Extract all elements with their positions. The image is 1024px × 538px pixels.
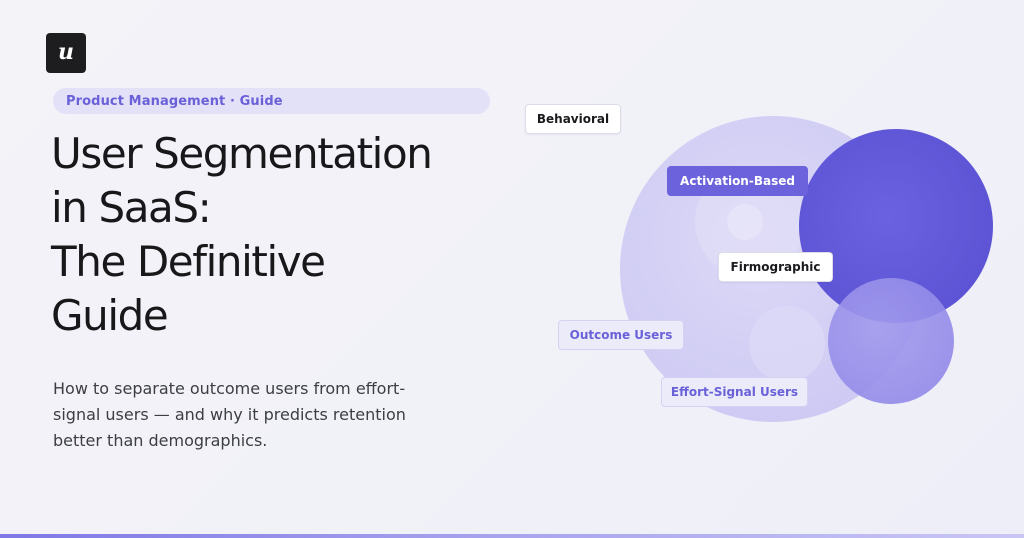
page-title-line-4: Guide	[51, 291, 169, 340]
page-subtitle-line-1: How to separate outcome users from effor…	[53, 379, 406, 398]
tag-activation-based-label: Activation-Based	[680, 174, 795, 188]
tag-behavioral: Behavioral	[525, 104, 621, 134]
inner-highlight-dot	[727, 204, 763, 240]
page-title-line-1: User Segmentation	[51, 129, 433, 178]
page-title: User Segmentation in SaaS: The Definitiv…	[51, 127, 521, 343]
outcome-highlight-circle	[749, 306, 825, 382]
tag-outcome-users-label: Outcome Users	[569, 328, 673, 342]
bottom-accent-bar	[0, 534, 1024, 538]
page-subtitle: How to separate outcome users from effor…	[53, 376, 473, 454]
activation-circle	[799, 129, 993, 323]
tag-firmographic-label: Firmographic	[730, 260, 821, 274]
tag-behavioral-label: Behavioral	[536, 112, 610, 126]
page-title-line-2: in SaaS:	[51, 183, 212, 232]
effort-signal-circle	[828, 278, 954, 404]
category-badge-label: Product Management · Guide	[66, 93, 283, 109]
brand-logo-letter: u	[58, 39, 74, 65]
page-subtitle-line-2: signal users — and why it predicts reten…	[53, 405, 406, 424]
tag-firmographic: Firmographic	[718, 252, 833, 282]
brand-logo: u	[46, 33, 86, 73]
category-badge: Product Management · Guide	[53, 88, 490, 114]
tag-activation-based: Activation-Based	[667, 166, 808, 196]
tag-outcome-users: Outcome Users	[558, 320, 684, 350]
tag-effort-signal-users: Effort-Signal Users	[661, 377, 808, 407]
tag-effort-signal-users-label: Effort-Signal Users	[670, 385, 799, 399]
page-subtitle-line-3: better than demographics.	[53, 431, 268, 450]
page-title-line-3: The Definitive	[51, 237, 326, 286]
